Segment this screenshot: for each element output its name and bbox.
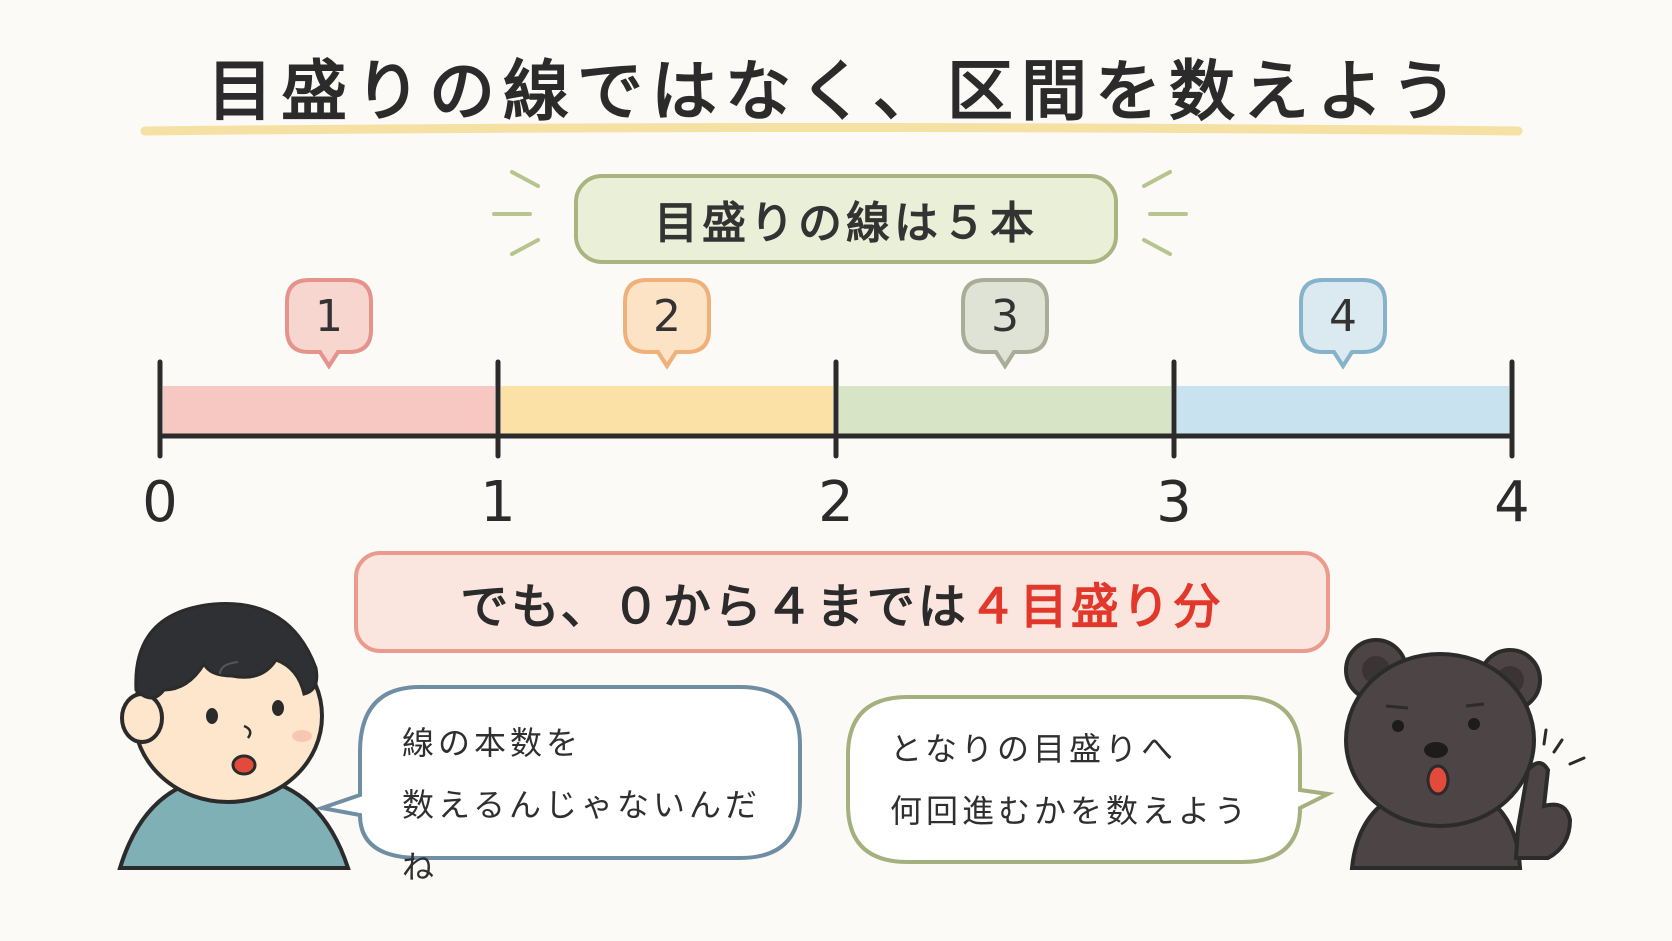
bear-character-icon <box>1344 638 1586 870</box>
interval-note: でも、０から４までは ４目盛り分 <box>356 553 1328 651</box>
segment-bar-2 <box>501 386 833 434</box>
tick-label-2: 2 <box>818 470 854 535</box>
segment-label-4: 4 <box>1329 290 1357 342</box>
note-box <box>354 551 1330 653</box>
bear-speech-line: 何回進むかを数えよう <box>890 792 1251 830</box>
note-prefix: でも、０から４までは <box>460 579 969 635</box>
idea-spark-icon <box>1542 728 1586 766</box>
boy-speech-text: 線の本数を 数えるんじゃないんだね <box>402 712 782 898</box>
tick-label-4: 4 <box>1494 470 1530 535</box>
page-title: 目盛りの線ではなく、区間を数えよう <box>207 53 1465 130</box>
bear-speech-bubble <box>846 695 1335 864</box>
sparkle-lines-icon <box>492 170 1188 256</box>
segment-bar-1 <box>163 386 495 434</box>
bear-speech-text: となりの目盛りへ 何回進むかを数えよう <box>890 718 1290 842</box>
segment-label-bubble-1 <box>285 278 373 370</box>
boy-speech-line: 数えるんじゃないんだね <box>402 786 762 886</box>
segment-label-2: 2 <box>653 290 681 342</box>
boy-speech-bubble <box>314 685 802 860</box>
boy-character-icon <box>117 602 351 870</box>
segment-label-bubble-2 <box>623 278 711 370</box>
segment-bar-3 <box>839 386 1171 434</box>
segment-label-bubble-4 <box>1299 278 1387 370</box>
lines-count-badge: 目盛りの線は５本 <box>654 198 1038 249</box>
segment-bar-4 <box>1177 386 1509 434</box>
tick-label-0: 0 <box>142 470 178 535</box>
bear-speech-line: となりの目盛りへ <box>890 730 1178 768</box>
lines-badge-box <box>574 174 1118 264</box>
segment-label-1: 1 <box>315 290 343 342</box>
note-highlight: ４目盛り分 <box>968 579 1224 635</box>
tick-label-1: 1 <box>480 470 516 535</box>
title-underline <box>140 123 1523 136</box>
segment-label-3: 3 <box>991 290 1019 342</box>
tick-label-3: 3 <box>1156 470 1192 535</box>
segment-label-bubble-3 <box>961 278 1049 370</box>
boy-speech-line: 線の本数を <box>402 724 583 762</box>
